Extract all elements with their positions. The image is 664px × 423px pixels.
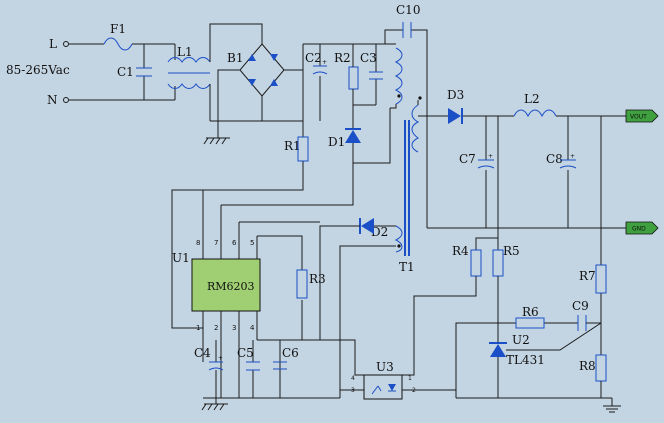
- capacitor-C10: C10: [384, 3, 428, 228]
- label-T1: T1: [399, 260, 415, 274]
- label-R1: R1: [284, 139, 301, 153]
- port-vout: VOUT: [625, 109, 659, 123]
- label-D1: D1: [328, 135, 345, 149]
- diode-D3: D3: [418, 88, 486, 124]
- pin-5: 5: [250, 239, 254, 247]
- label-R3: R3: [309, 272, 326, 286]
- bridge-rectifier-B1: B1: [217, 43, 303, 121]
- pin-8: 8: [196, 239, 200, 247]
- label-C9: C9: [572, 299, 589, 313]
- label-C10: C10: [396, 3, 420, 17]
- capacitor-C3: C3: [360, 44, 383, 105]
- u3-pin-1: 1: [408, 375, 412, 382]
- svg-text:+: +: [218, 355, 223, 362]
- label-L1: L1: [177, 45, 193, 59]
- label-L2: L2: [524, 92, 540, 106]
- label-R5: R5: [503, 244, 520, 258]
- label-F1: F1: [110, 22, 126, 36]
- label-R6: R6: [522, 305, 539, 319]
- label-N: N: [47, 93, 58, 107]
- capacitor-C6: C6: [273, 346, 299, 398]
- pin-4: 4: [250, 324, 255, 332]
- gnd-label: GND: [632, 226, 646, 233]
- diode-D1: D1: [328, 105, 391, 164]
- transformer-T1: T1: [385, 43, 422, 274]
- pin-3: 3: [232, 324, 236, 332]
- svg-text:+: +: [570, 153, 575, 160]
- resistor-R4: R4: [402, 116, 499, 376]
- ic-part-number: RM6203: [207, 280, 255, 293]
- resistor-R5: R5: [492, 244, 520, 343]
- ground-symbol-bottom: [201, 398, 228, 411]
- label-U2: U2: [512, 333, 530, 347]
- label-L: L: [49, 37, 57, 51]
- ground-symbol-top: [203, 121, 230, 145]
- capacitor-C2: C2 +: [305, 44, 328, 121]
- capacitor-C9: C9: [572, 299, 601, 331]
- port-gnd: GND: [625, 221, 659, 235]
- label-C5: C5: [237, 346, 254, 360]
- resistor-R7: R7: [579, 116, 607, 355]
- label-TL431: TL431: [506, 353, 545, 367]
- label-B1: B1: [227, 51, 243, 65]
- label-C6: C6: [282, 346, 299, 360]
- label-D3: D3: [447, 88, 464, 102]
- optocoupler-U3: U3 3 4 1 2: [351, 360, 416, 400]
- pin-2: 2: [214, 324, 218, 332]
- u3-pin-4: 4: [351, 375, 355, 382]
- pin-7: 7: [214, 239, 218, 247]
- label-C1: C1: [117, 65, 134, 79]
- input-terminals: L N 85-265Vac: [6, 37, 70, 107]
- label-D2: D2: [371, 225, 388, 239]
- fuse-F1: F1: [69, 22, 175, 51]
- svg-text:+: +: [322, 59, 327, 66]
- shunt-regulator-U2: U2 TL431: [455, 322, 602, 398]
- inductor-L2: L2: [486, 92, 626, 118]
- pin-6: 6: [232, 239, 237, 247]
- capacitor-C5: C5: [237, 340, 260, 398]
- resistor-R3: R3: [296, 269, 326, 299]
- choke-L1: L1: [167, 23, 263, 121]
- ic-RM6203: U1 RM6203 8 7 6 5 1 2 3 4: [172, 239, 261, 332]
- input-voltage-range: 85-265Vac: [6, 63, 70, 77]
- label-R8: R8: [579, 359, 596, 373]
- label-R2: R2: [334, 51, 351, 65]
- capacitor-C8: C8 +: [546, 116, 577, 228]
- u3-pin-3: 3: [351, 387, 355, 394]
- label-U1: U1: [172, 251, 190, 265]
- resistor-R1: R1: [171, 121, 309, 329]
- capacitor-C7: C7 +: [459, 116, 495, 228]
- label-C4: C4: [194, 346, 211, 360]
- resistor-R2: R2: [334, 44, 376, 106]
- resistor-R6: R6: [498, 305, 578, 329]
- label-R4: R4: [452, 244, 469, 258]
- label-C2: C2: [305, 51, 322, 65]
- label-R7: R7: [579, 269, 596, 283]
- capacitor-C4: C4 +: [194, 340, 224, 398]
- vout-label: VOUT: [630, 114, 647, 121]
- label-U3: U3: [376, 360, 394, 374]
- capacitor-C1: C1: [117, 44, 152, 100]
- resistor-R8: R8: [579, 354, 607, 398]
- label-C7: C7: [459, 152, 476, 166]
- label-C3: C3: [360, 51, 377, 65]
- label-C8: C8: [546, 152, 563, 166]
- svg-text:+: +: [488, 153, 493, 160]
